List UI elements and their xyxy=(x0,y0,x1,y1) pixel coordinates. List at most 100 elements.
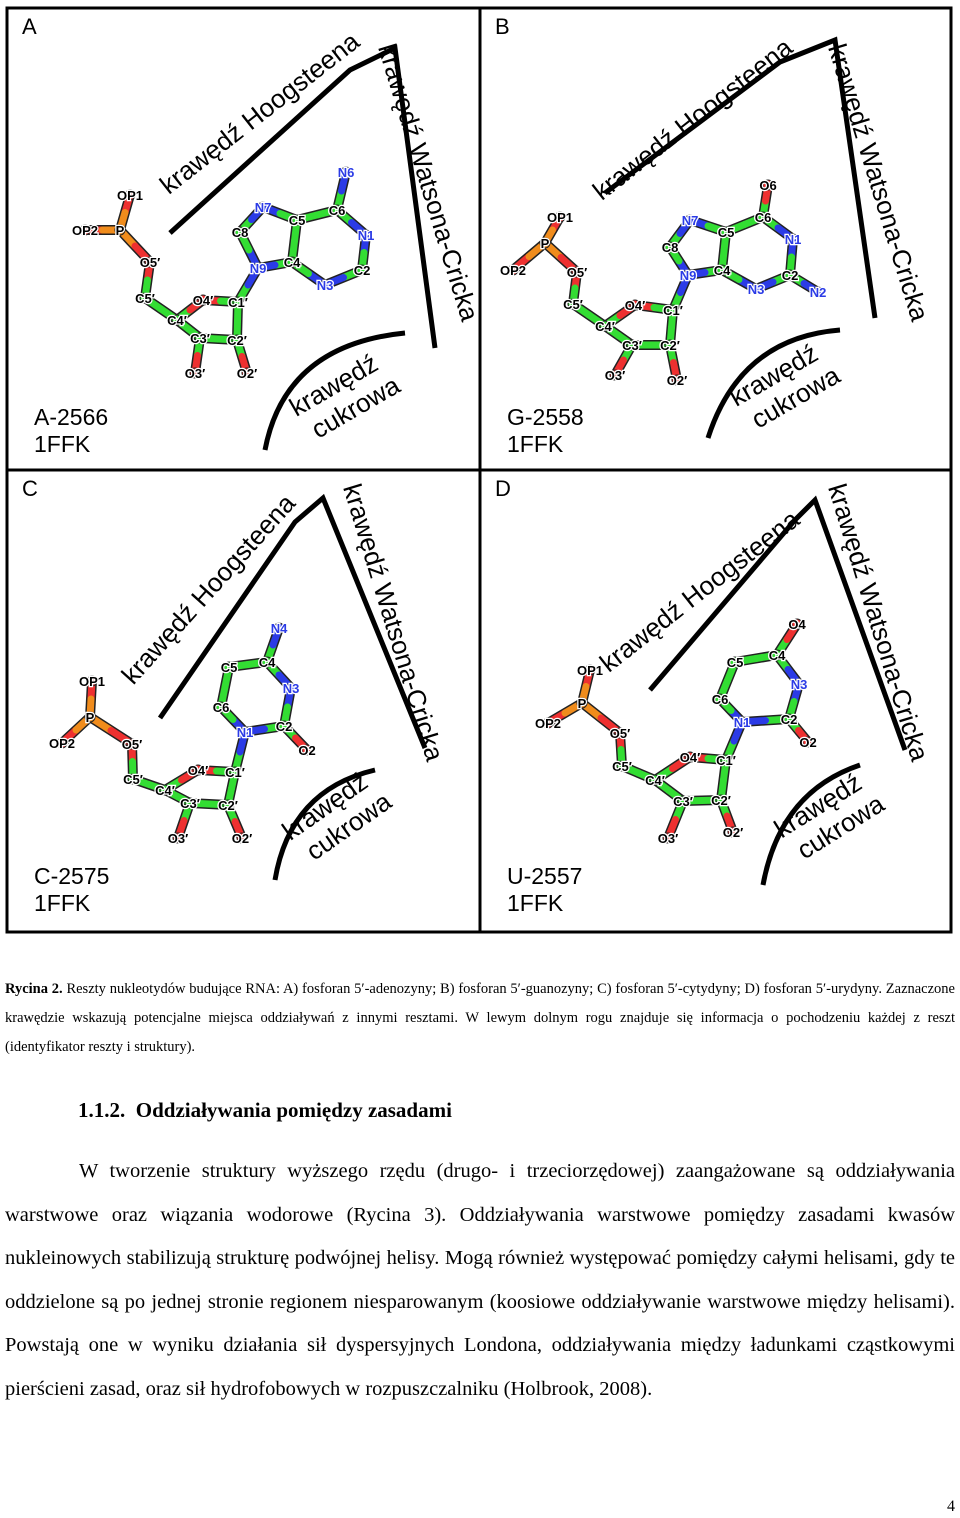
atom-c1p xyxy=(720,754,732,766)
atom-label: P xyxy=(541,236,550,251)
atom-o5p xyxy=(614,727,626,739)
structure-id: 1FFK xyxy=(34,431,91,457)
atom-label: N2 xyxy=(810,285,827,300)
atom-o5p xyxy=(126,738,138,750)
atom-c2 xyxy=(278,720,290,732)
atom-label: N3 xyxy=(748,282,765,297)
atom-op1 xyxy=(124,189,136,201)
atom-c5 xyxy=(291,214,303,226)
atom-label: C2 xyxy=(781,712,798,727)
atom-o2 xyxy=(802,736,814,748)
atom-c6 xyxy=(331,204,343,216)
atom-c6 xyxy=(215,701,227,713)
sugar-edge-arc xyxy=(705,327,841,439)
atom-o2p xyxy=(671,374,683,386)
hoogsteen-edge-label: krawędź Hoogsteena xyxy=(154,26,365,200)
atom-label: C2′ xyxy=(711,793,731,808)
atom-label: N3 xyxy=(317,278,334,293)
atom-labels: OP1OP2PO5′C5′C4′O4′C3′C2′C1′O3′O2′N9C8N7… xyxy=(499,177,828,390)
atom-o6 xyxy=(762,179,774,191)
atom-label: O4 xyxy=(788,617,806,632)
atom-o5p xyxy=(571,266,583,278)
atom-label: O3′ xyxy=(168,831,188,846)
atom-n3 xyxy=(750,283,762,295)
atom-op1 xyxy=(86,675,98,687)
atom-label: O2′ xyxy=(667,373,687,388)
atom-c4p xyxy=(171,314,183,326)
atom-label: C2 xyxy=(354,263,371,278)
atom-op2 xyxy=(507,264,519,276)
atom-label: C4 xyxy=(714,263,731,278)
atom-label: N7 xyxy=(682,213,699,228)
atom-label: C4′ xyxy=(167,313,187,328)
atom-c3p xyxy=(194,332,206,344)
atom-c2 xyxy=(783,713,795,725)
atom-label: N1 xyxy=(237,725,254,740)
atom-label: P xyxy=(116,223,125,238)
atom-label: N1 xyxy=(358,228,375,243)
residue-id: C-2575 xyxy=(34,863,109,889)
atom-label: N9 xyxy=(250,261,267,276)
atom-label: OP2 xyxy=(535,716,561,731)
atom-label: C6 xyxy=(712,692,729,707)
atom-o3p xyxy=(662,832,674,844)
atom-n1 xyxy=(360,229,372,241)
residue-id: U-2557 xyxy=(507,863,582,889)
sugar-edge-arc xyxy=(262,330,406,451)
atom-c4p xyxy=(599,320,611,332)
atom-o2p xyxy=(241,367,253,379)
section-number: 1.1.2. xyxy=(78,1098,126,1122)
atom-label: C5 xyxy=(718,225,735,240)
atom-p xyxy=(114,224,126,236)
atom-label: C4′ xyxy=(155,783,175,798)
atom-label: C6 xyxy=(755,210,772,225)
atom-c4p xyxy=(649,774,661,786)
atom-label: N1 xyxy=(785,232,802,247)
atom-label: C5′ xyxy=(563,297,583,312)
atom-label: C5′ xyxy=(135,291,155,306)
atom-c5p xyxy=(127,773,139,785)
atom-label: O5′ xyxy=(140,255,160,270)
atom-c2 xyxy=(356,264,368,276)
atom-c6 xyxy=(714,693,726,705)
atom-c2p xyxy=(664,339,676,351)
atom-label: C1′ xyxy=(225,765,245,780)
section-title: Oddziaływania pomiędzy zasadami xyxy=(135,1098,452,1122)
atom-label: N9 xyxy=(680,268,697,283)
atom-label: C1′ xyxy=(663,303,683,318)
residue-id: G-2558 xyxy=(507,404,584,430)
atom-labels: OP1OP2PO5′C5′C4′O4′C3′C2′C1′O3′O2′N1C6C5… xyxy=(534,616,818,848)
atom-label: C5 xyxy=(727,655,744,670)
atom-label: C2′ xyxy=(660,338,680,353)
edge-outline xyxy=(157,493,428,749)
atom-label: C1′ xyxy=(228,295,248,310)
atom-labels: OP1OP2PO5′C5′C4′O4′C3′C2′C1′O3′O2′N1C6C5… xyxy=(48,620,317,848)
structure-id: 1FFK xyxy=(507,431,564,457)
atom-label: C4′ xyxy=(595,319,615,334)
atom-c1p xyxy=(667,304,679,316)
atom-label: OP1 xyxy=(577,663,603,678)
atom-p xyxy=(84,711,96,723)
atom-op2 xyxy=(56,737,68,749)
atom-c5p xyxy=(567,298,579,310)
atom-label: C6 xyxy=(329,203,346,218)
atom-c2p xyxy=(231,334,243,346)
atom-label: O3′ xyxy=(658,831,678,846)
atom-n9 xyxy=(682,269,694,281)
sugar-edge-arc xyxy=(272,767,376,881)
atom-label: OP1 xyxy=(117,188,143,203)
atom-label: C3′ xyxy=(180,796,200,811)
atom-o4p xyxy=(197,294,209,306)
atom-label: P xyxy=(578,696,587,711)
atom-n4 xyxy=(273,622,285,634)
atom-label: C5 xyxy=(221,660,238,675)
edge-outline xyxy=(168,44,438,349)
atom-label: N1 xyxy=(734,715,751,730)
atom-label: O2′ xyxy=(723,825,743,840)
atom-op2 xyxy=(79,224,91,236)
atom-n1 xyxy=(787,233,799,245)
atom-op1 xyxy=(554,211,566,223)
atom-n7 xyxy=(257,201,269,213)
